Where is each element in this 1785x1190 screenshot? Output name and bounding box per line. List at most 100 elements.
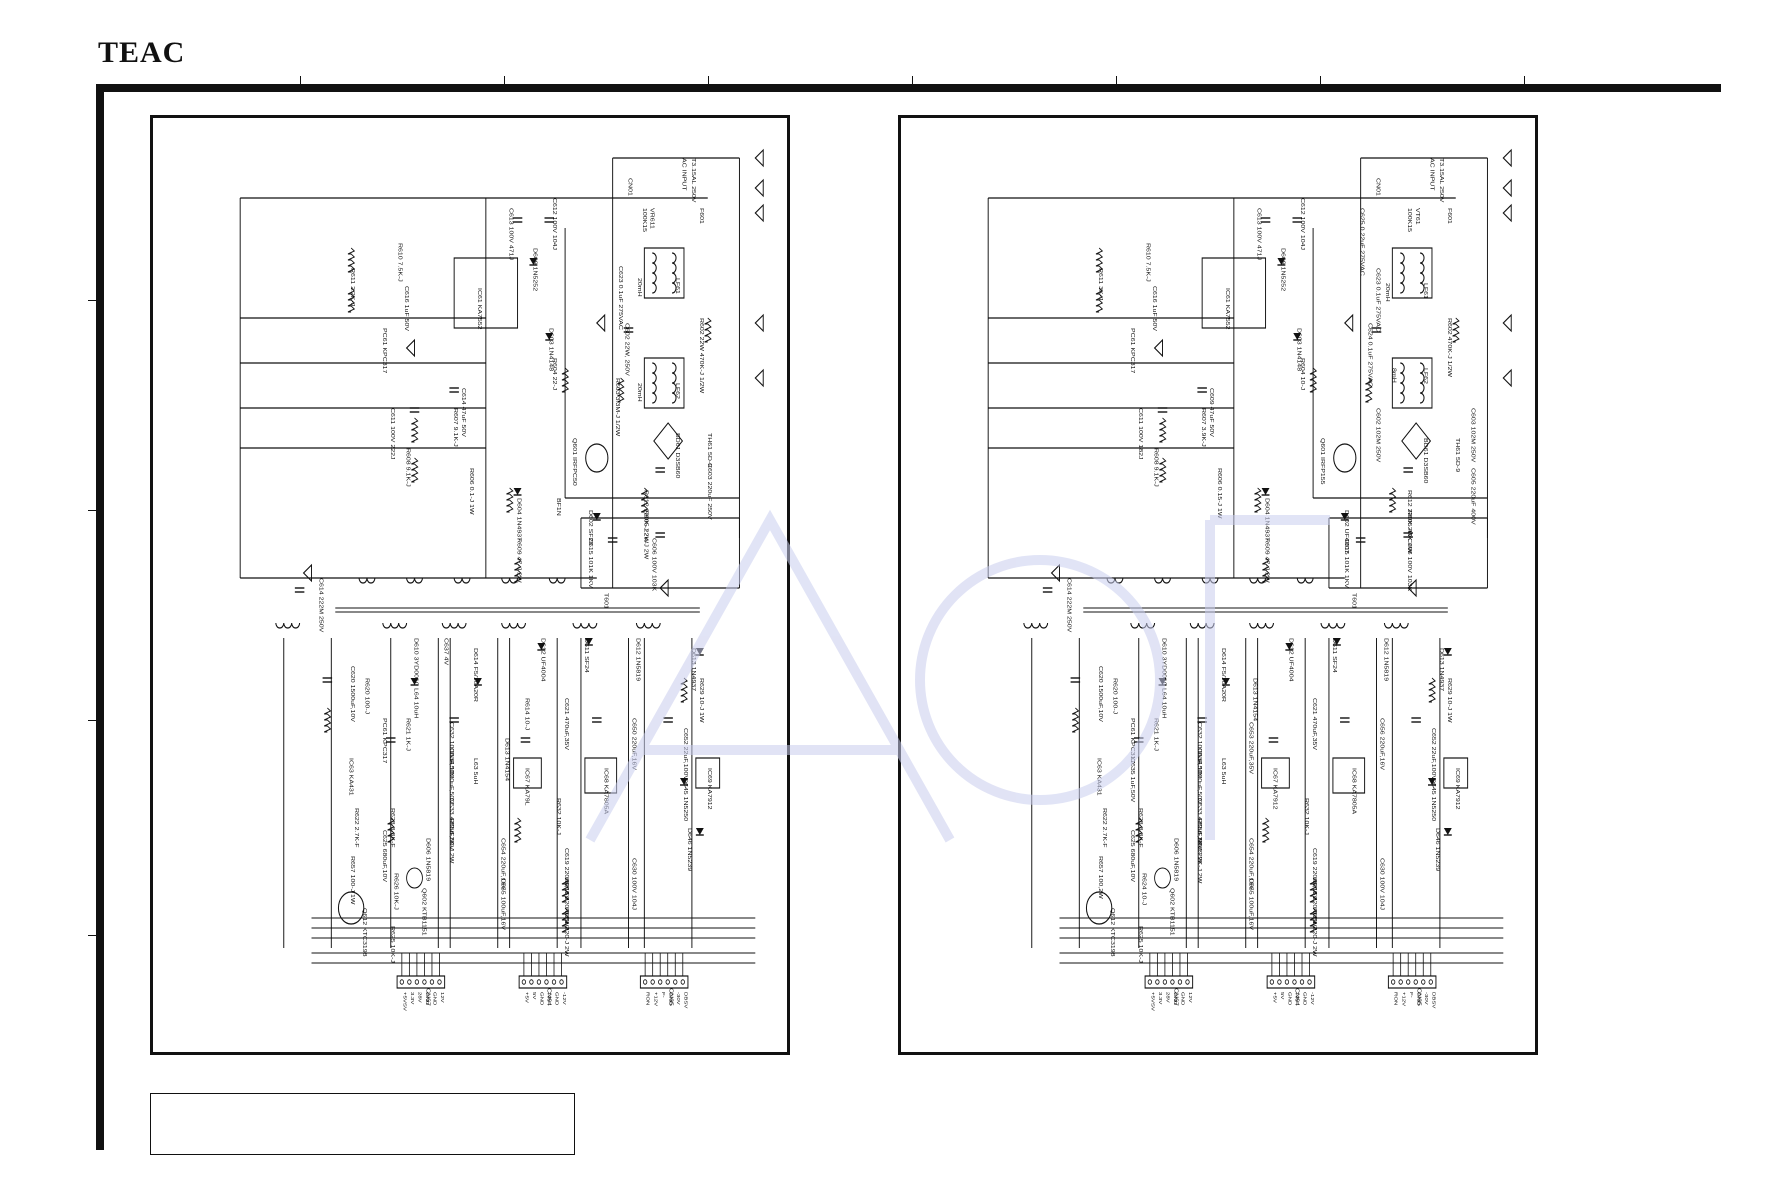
component-label: R659 2K-J 2W bbox=[1196, 838, 1202, 883]
warning-triangle-icon bbox=[1502, 203, 1512, 223]
warning-triangle-icon bbox=[1502, 178, 1512, 198]
component-label: IC67 KA7912 bbox=[1272, 768, 1278, 810]
component-label: R657 100,2W bbox=[1097, 856, 1103, 899]
connector-pin-label: 28V bbox=[417, 992, 422, 1003]
component-label: L63 5uH bbox=[1220, 758, 1226, 785]
component-label: C633 470uF,50V bbox=[448, 798, 454, 851]
connector-pin-label: DBSV bbox=[1431, 992, 1436, 1009]
grid-tick bbox=[1524, 76, 1525, 86]
component-label: C654 220uF,16V bbox=[1248, 838, 1254, 891]
grid-tick bbox=[88, 935, 98, 936]
connector-pin-label: GND bbox=[1287, 992, 1292, 1005]
component-label: C625 0.22uF 275VAC bbox=[1359, 208, 1365, 276]
inductor-coil bbox=[382, 622, 408, 629]
component-label: D612 1N5819 bbox=[635, 638, 641, 682]
component-label: C635 1uF,50V bbox=[1129, 758, 1135, 803]
resistor bbox=[641, 487, 649, 513]
component-label: R657 100-J 1W bbox=[349, 856, 355, 905]
connector-pin bbox=[1398, 979, 1403, 985]
component-label: D610 3YD0010 bbox=[1161, 638, 1167, 686]
component-label: C623 0.1uF 275VAC bbox=[617, 266, 623, 330]
resistor bbox=[1135, 817, 1143, 843]
connector-pin-label: GND bbox=[668, 992, 673, 1005]
grid-tick bbox=[1320, 76, 1321, 86]
connector-pin-label: GND bbox=[424, 992, 429, 1005]
component-label: BD61 D3SB60 bbox=[674, 433, 680, 479]
component-label: C620 1500uF,10V bbox=[349, 666, 355, 723]
component-label: D606 1N5819 bbox=[425, 838, 431, 882]
component-label: T3.15AL 250V bbox=[690, 158, 696, 203]
component-label: BD61 D3SB60 bbox=[1422, 438, 1428, 484]
component-label: R612 220K 2W bbox=[1406, 490, 1412, 537]
component-label: PC61 KPC317 bbox=[381, 718, 387, 764]
resistor bbox=[411, 417, 419, 443]
component-label: IC68 KA7805A bbox=[603, 768, 609, 815]
component-label: D609 1N5252 bbox=[1280, 248, 1286, 292]
connector-pin-label: F- bbox=[1408, 992, 1413, 998]
connector-pin-label: 12V bbox=[546, 992, 551, 1003]
connector-pin bbox=[680, 979, 685, 985]
component-label: D611 SF24 bbox=[583, 638, 589, 673]
diode bbox=[473, 678, 482, 685]
resistor bbox=[561, 907, 570, 933]
connector-pin bbox=[551, 979, 557, 985]
component-label: R606 0.1-J 1W bbox=[468, 468, 474, 515]
resistor bbox=[1452, 317, 1460, 343]
component-label: VR611 bbox=[649, 208, 655, 229]
warning-triangle-icon bbox=[1407, 578, 1417, 598]
component-label: IC61 KA7552 bbox=[476, 288, 482, 330]
component-label: C615 101K 1KV bbox=[587, 538, 593, 589]
grid-tick bbox=[504, 76, 505, 86]
diode bbox=[513, 488, 522, 495]
component-label: C613 100V 471J bbox=[508, 208, 514, 260]
component-label: 20mH bbox=[1384, 283, 1390, 302]
component-label: Q612 KTC3198 bbox=[1109, 908, 1115, 957]
connector-pin-label: GND bbox=[1172, 992, 1177, 1005]
component-label: C611 100V 222J bbox=[389, 408, 395, 459]
resistor bbox=[347, 247, 356, 273]
component-label: C625 680uF,10V bbox=[381, 830, 387, 883]
component-label: C613 100V 471J bbox=[1256, 208, 1262, 260]
warning-triangle-icon bbox=[754, 313, 764, 333]
component-label: TH61 5D-9 bbox=[1454, 438, 1460, 473]
teac-logo: TEAC bbox=[98, 36, 186, 69]
component-label: R658 2K-J 2W bbox=[1196, 818, 1202, 863]
transistor-q612 bbox=[1085, 891, 1113, 925]
line-filter-lf62 bbox=[643, 357, 685, 409]
component-label: CN65 bbox=[668, 988, 674, 1006]
connector-pin bbox=[1277, 979, 1282, 985]
diode bbox=[410, 678, 419, 685]
component-label: C602 22W, 250V bbox=[624, 323, 630, 377]
connector-pin-label: RON bbox=[1393, 992, 1398, 1005]
component-label: C637 4V bbox=[443, 638, 449, 666]
component-label: PC61 KPC317 bbox=[381, 328, 387, 374]
component-label: D646 1N5239 bbox=[686, 828, 692, 872]
component-label: CN64 bbox=[546, 988, 552, 1006]
component-label: L64 10uH bbox=[1161, 688, 1167, 719]
component-label: C630 100V 104J bbox=[631, 858, 637, 910]
resistor bbox=[561, 877, 570, 903]
component-label: D613 1N4154 bbox=[1252, 678, 1258, 722]
connector-pin bbox=[1421, 979, 1426, 985]
component-label: R632 10K-J bbox=[555, 798, 561, 835]
component-label: C624 0.1uF 275VAC bbox=[1367, 323, 1373, 387]
component-label: C619 220uF,16V bbox=[563, 848, 569, 901]
inductor-coil bbox=[1419, 252, 1425, 294]
connector-pin bbox=[1391, 979, 1396, 985]
diode bbox=[545, 333, 554, 340]
diode bbox=[695, 828, 704, 835]
resistor bbox=[514, 817, 522, 843]
connector-pin-label: 12V bbox=[1187, 992, 1192, 1003]
component-label: R610 7.5K-J bbox=[397, 243, 403, 282]
connector-pin-label: +12V bbox=[1400, 992, 1405, 1007]
warning-triangle-icon bbox=[596, 313, 606, 333]
component-label: D603 1N4148 bbox=[547, 328, 553, 372]
ic67-package bbox=[513, 757, 542, 789]
transistor-q602 bbox=[406, 867, 423, 889]
component-label: C623 0.1uF 275VAC bbox=[1375, 268, 1381, 332]
connector-cn64 bbox=[1266, 975, 1316, 989]
ic69-package bbox=[1443, 757, 1469, 789]
inductor-coil bbox=[1419, 362, 1425, 404]
